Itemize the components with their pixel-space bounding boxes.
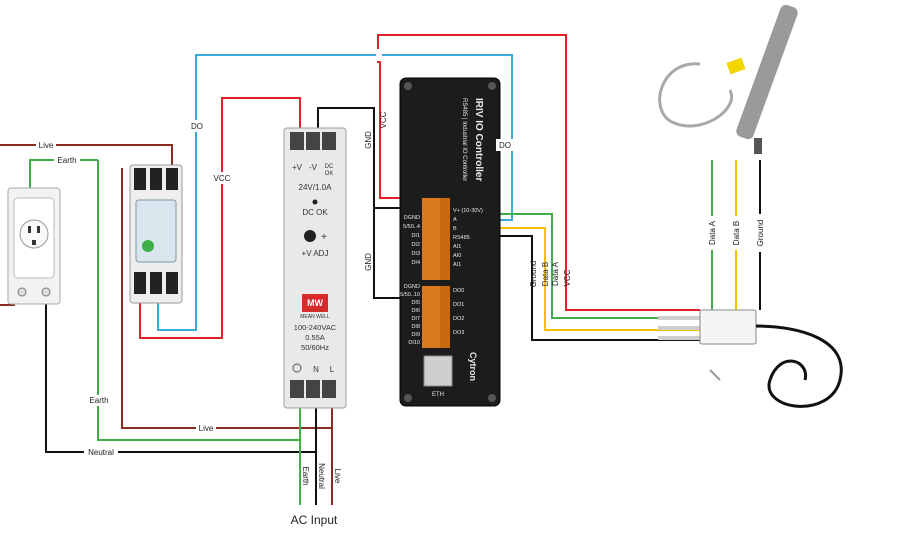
pin-label: DI9 (411, 332, 420, 338)
pin-label: DI8 (411, 324, 420, 330)
wire-vcc-left (139, 97, 301, 339)
pin-label: V+ (10-30V) (453, 208, 483, 214)
pin-label: AI1 (453, 244, 461, 250)
terminal-block-left-upper (422, 198, 440, 280)
label-input-earth: Earth (301, 466, 310, 485)
psu-brand-sub: MEAN WELL (300, 314, 330, 320)
psu-dc-ok-label: DC OK (302, 208, 328, 217)
label-do-left: DO (191, 122, 203, 131)
wires (0, 34, 761, 505)
label-sensor-data-a: Data A (708, 220, 717, 245)
pin-label: 5/50..10 (400, 292, 420, 298)
meanwell-logo (302, 294, 328, 312)
relay-module (129, 164, 183, 304)
psu-term-l: L (330, 365, 335, 374)
label-sensor-ground: Ground (756, 220, 765, 247)
power-supply: +V -V DC OK 24V/1.0A DC OK + +V ADJ MW M… (283, 127, 347, 409)
pin-label: DI3 (411, 251, 420, 257)
label-gnd-upper: GND (364, 131, 373, 149)
wire-gnd-upper (317, 107, 440, 209)
psu-input-rating-1: 100-240VAC (294, 323, 337, 332)
psu-minus-v-label: -V (309, 163, 318, 172)
label-gnd-lower: GND (364, 253, 373, 271)
label-input-neutral: Neutral (317, 463, 326, 489)
terminal-block-left-lower (422, 286, 440, 348)
psu-plus-v-label: +V (292, 163, 303, 172)
label-live-bottom: Live (199, 424, 214, 433)
pin-label: DO3 (453, 330, 464, 336)
psu-output-rating: 24V/1.0A (299, 183, 333, 192)
psu-brand-logo-text: MW (307, 298, 323, 308)
label-ground-right: Ground (529, 261, 538, 288)
psu-input-rating-3: 50/60Hz (301, 343, 329, 352)
pin-label: DO0 (453, 288, 464, 294)
wire-neutral-bottom (45, 300, 317, 453)
screw-icon (404, 82, 412, 90)
pin-label: DO1 (453, 302, 464, 308)
psu-dcok-term-label-2: OK (325, 171, 334, 177)
pin-label: DI1 (411, 233, 420, 239)
controller-subtitle: RS485 | Industrial IO Controller (461, 98, 467, 181)
pin-label: DI5 (411, 300, 420, 306)
label-sensor-data-b: Data B (732, 221, 741, 245)
wire-vcc-top (377, 34, 700, 311)
wire-do-left (157, 54, 376, 331)
label-neutral-bottom: Neutral (88, 448, 114, 457)
screw-icon (488, 82, 496, 90)
wire-live-top (0, 144, 173, 168)
screw-icon (404, 394, 412, 402)
psu-plus-sign: + (321, 232, 327, 243)
label-vcc-right: VCC (563, 269, 572, 286)
temperature-probe (658, 4, 798, 154)
soil-sensor (658, 309, 843, 408)
pin-label: A (453, 217, 457, 223)
pin-label: DI7 (411, 316, 420, 322)
label-earth-top: Earth (57, 156, 76, 165)
label-data-b-right: Data B (541, 262, 550, 286)
pin-label: 5/50..4 (403, 224, 420, 230)
label-live-top: Live (39, 141, 54, 150)
io-controller: IRIV IO Controller RS485 | Industrial IO… (399, 77, 501, 407)
screw-icon (488, 394, 496, 402)
psu-dcok-term-label: DC (325, 164, 334, 170)
label-vcc-mid: VCC (379, 111, 388, 128)
label-earth-left: Earth (89, 396, 108, 405)
ethernet-label: ETH (432, 392, 444, 398)
pin-label: AI0 (453, 253, 461, 259)
pin-label: DGND (404, 284, 420, 290)
pin-label: DI10 (408, 340, 420, 346)
label-input-live: Live (333, 469, 342, 484)
label-data-a-right: Data A (551, 261, 560, 286)
pin-label: B (453, 226, 457, 232)
pin-label: RS485 (453, 235, 470, 241)
pin-label: DGND (404, 215, 420, 221)
ac-input-caption: AC Input (291, 513, 338, 527)
pin-label: DO2 (453, 316, 464, 322)
pin-label: DI2 (411, 242, 420, 248)
controller-title: IRIV IO Controller (473, 98, 484, 181)
adjust-knob-icon (304, 230, 316, 242)
psu-vadj-label: +V ADJ (302, 249, 329, 258)
pin-label: DI4 (411, 260, 420, 266)
pin-label: DI6 (411, 308, 420, 314)
label-do-right: DO (499, 141, 511, 150)
wire-labels: Live Earth DO VCC GND GND VCC DO Ground … (36, 111, 766, 489)
label-vcc-left: VCC (214, 174, 231, 183)
wire-earth-top-b (97, 160, 301, 441)
psu-term-n: N (313, 365, 319, 374)
psu-input-rating-2: 0.55A (305, 333, 325, 342)
earth-symbol-icon (292, 363, 302, 373)
controller-brand: Cytron (468, 352, 478, 381)
ethernet-port-icon (423, 355, 453, 387)
pin-label: AI1 (453, 262, 461, 268)
power-socket (7, 187, 61, 305)
pin-labels-left: DGND5/50..4DI1DI2DI3DI4DGND5/50..10DI5DI… (400, 215, 420, 346)
